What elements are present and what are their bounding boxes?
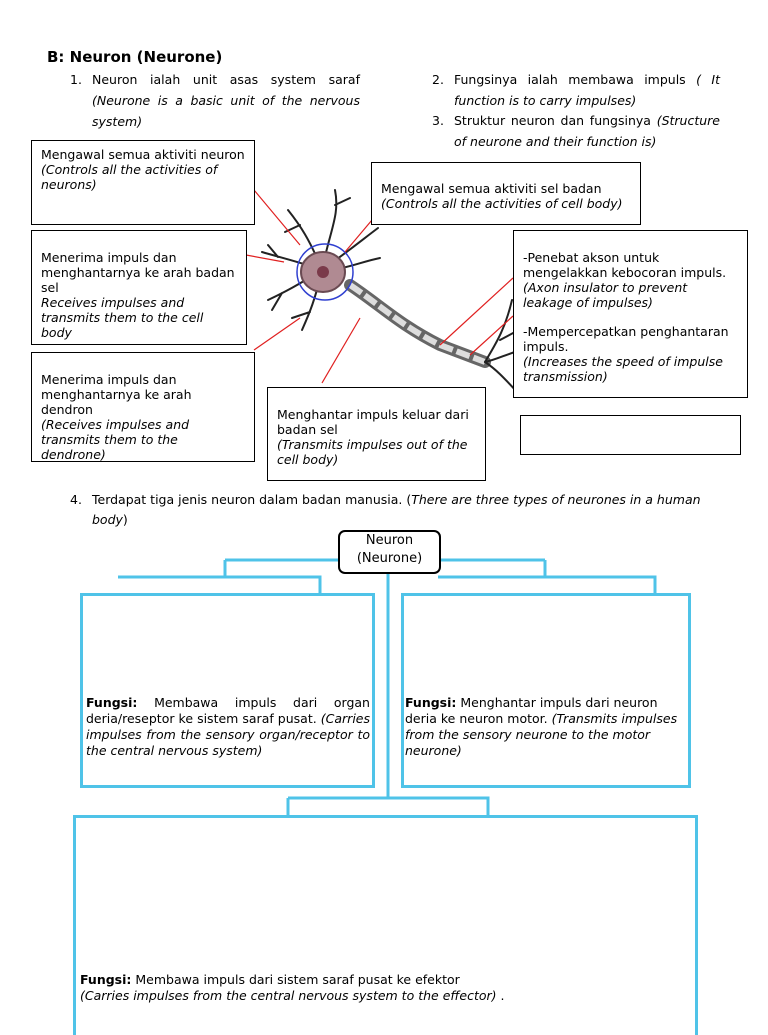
sensory-fungsi-text: Membawa impuls dari organ deria/reseptor… [86,695,370,726]
label-dendrite-translation: (Controls all the activities of neurons) [41,162,218,192]
label-dendrite: Mengawal semua aktiviti neuron (Controls… [31,140,255,225]
point-1-number: 1. [70,72,82,87]
point-3: 3. Struktur neuron dan fungsinya (Struct… [432,110,720,152]
label-axon: Menghantar impuls keluar dari badan sel … [267,387,486,481]
motor-function: Fungsi: Membawa impuls dari sistem saraf… [80,972,680,1004]
label-myelin-translation-2: (Increases the speed of impulse transmis… [523,354,723,384]
point-3-text: Struktur neuron dan fungsinya [454,113,651,128]
label-axon-translation: (Transmits impulses out of the cell body… [277,437,468,467]
sensory-function: Fungsi: Membawa impuls dari organ deria/… [86,695,370,759]
point-2: 2. Fungsinya ialah membawa impuls ( It f… [432,69,720,111]
motor-fungsi-text: Membawa impuls dari sistem saraf pusat k… [135,972,460,987]
relay-function: Fungsi: Menghantar impuls dari neuron de… [405,695,685,759]
section-title: B: Neuron (Neurone) [47,48,223,66]
point-1: 1. Neuron ialah unit asas system saraf (… [70,69,360,132]
label-nucleus: Mengawal semua aktiviti sel badan (Contr… [371,162,641,225]
neuron-root-box: Neuron (Neurone) [338,530,441,574]
label-myelin-translation-1: (Axon insulator to prevent leakage of im… [523,280,688,310]
relay-fungsi-text: Menghantar impuls dari neuron deria ke n… [405,695,658,726]
label-axon-text: Menghantar impuls keluar dari badan sel [277,407,469,437]
label-receive-dendron-translation: (Receives impulses and transmits them to… [41,417,190,462]
point-2-text: Fungsinya ialah membawa impuls [454,72,686,87]
label-myelin-text-1: -Penebat akson untuk mengelakkan kebocor… [523,250,727,280]
neuron-root-title: Neuron [365,533,414,548]
relay-fungsi-translation: (Transmits impulses from the sensory neu… [405,711,678,758]
label-receive-dendron: Menerima impuls dan menghantarnya ke ara… [31,352,255,462]
point-2-number: 2. [432,72,444,87]
motor-neurone-box [73,815,698,1035]
relay-fungsi-label: Fungsi: [405,695,457,710]
sensory-fungsi-translation: (Carries impulses from the sensory organ… [86,711,370,758]
label-myelin-text-2: -Mempercepatkan penghantaran impuls. [523,324,729,354]
label-receive-cell-body-translation: Receives impulses and transmits them to … [41,295,204,340]
sensory-fungsi-label: Fungsi: [86,695,138,710]
label-nucleus-translation: (Controls all the activities of cell bod… [381,196,623,211]
point-4-suffix: ) [122,512,128,527]
motor-fungsi-translation: (Carries impulses from the central nervo… [80,988,497,1003]
blank-answer-box[interactable] [520,415,741,455]
point-1-text: Neuron ialah unit asas system saraf [92,72,360,87]
point-4-translation: There are three types of neurones in a h… [92,492,701,527]
label-receive-dendron-text: Menerima impuls dan menghantarnya ke ara… [41,372,192,417]
label-receive-cell-body-text: Menerima impuls dan menghantarnya ke ara… [41,250,235,295]
label-dendrite-text: Mengawal semua aktiviti neuron [41,147,245,162]
point-3-translation: (Structure of neurone and their function… [454,113,720,149]
point-1-translation: (Neurone is a basic unit of the nervous … [92,93,360,129]
relay-neurone-box [401,593,691,788]
sensory-neurone-box [80,593,375,788]
point-4: 4. Terdapat tiga jenis neuron dalam bada… [70,490,728,530]
motor-fungsi-label: Fungsi: [80,972,132,987]
point-4-number: 4. [70,492,82,507]
label-receive-cell-body: Menerima impuls dan menghantarnya ke ara… [31,230,247,345]
motor-fungsi-suffix: . [496,988,505,1003]
point-3-number: 3. [432,113,444,128]
point-4-text: Terdapat tiga jenis neuron dalam badan m… [92,492,412,507]
neuron-root-subtitle: (Neurone) [356,551,423,566]
label-myelin: -Penebat akson untuk mengelakkan kebocor… [513,230,748,398]
label-nucleus-text: Mengawal semua aktiviti sel badan [381,181,602,196]
point-2-translation: ( It function is to carry impulses) [454,72,720,108]
